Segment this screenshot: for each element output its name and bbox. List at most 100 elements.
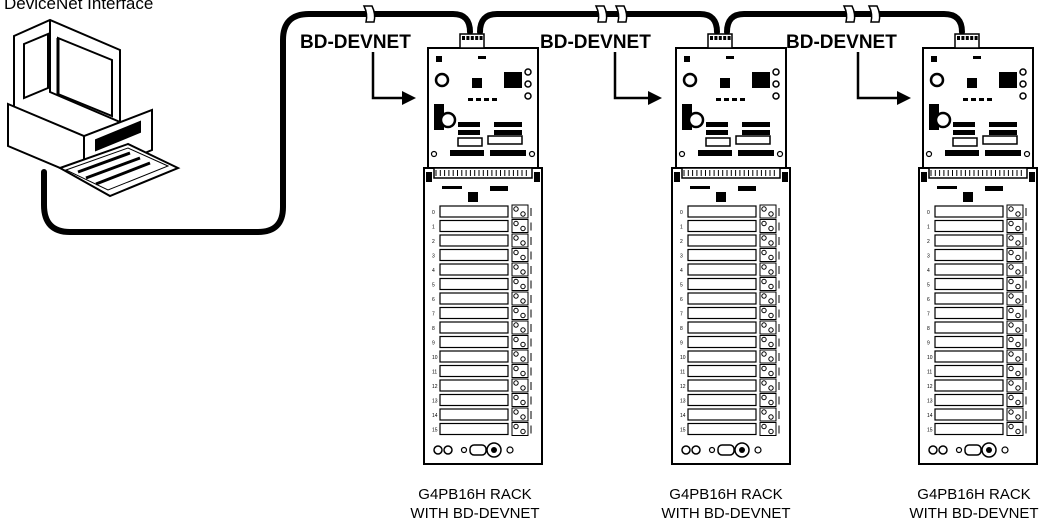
module-number: 10	[927, 355, 933, 361]
module-slot: 10	[927, 350, 1026, 363]
module-slot: 13	[432, 394, 531, 407]
computer-icon	[8, 20, 178, 196]
module-number: 12	[927, 384, 933, 390]
module-number: 15	[680, 428, 686, 434]
module-slot: 5	[680, 278, 779, 291]
bd-devnet-board	[428, 34, 538, 168]
module-number: 5	[927, 283, 930, 289]
module-slot: 4	[432, 263, 531, 276]
module-slot: 0	[432, 205, 531, 218]
module-slot: 14	[680, 408, 779, 421]
module-number: 12	[680, 384, 686, 390]
module-slot: 8	[432, 321, 531, 334]
g4pb16h-rack: 0123456789101112131415	[672, 168, 790, 464]
module-number: 6	[680, 297, 683, 303]
module-slot: 9	[432, 336, 531, 349]
module-number: 10	[432, 355, 438, 361]
bd-devnet-board	[676, 34, 786, 168]
module-number: 2	[927, 239, 930, 245]
module-slot: 13	[927, 394, 1026, 407]
network-label-2: BD-DEVNET	[540, 32, 651, 54]
module-number: 14	[680, 413, 686, 419]
module-number: 15	[927, 428, 933, 434]
module-slot: 11	[432, 365, 531, 378]
module-number: 2	[432, 239, 435, 245]
module-slot: 3	[927, 249, 1026, 262]
module-slot: 0	[927, 205, 1026, 218]
module-number: 4	[680, 268, 683, 274]
module-number: 8	[432, 326, 435, 332]
module-slot: 1	[680, 220, 779, 233]
network-label-3: BD-DEVNET	[786, 32, 897, 54]
network-label-1: BD-DEVNET	[300, 32, 411, 54]
module-number: 1	[432, 225, 435, 231]
module-slot: 1	[927, 220, 1026, 233]
module-slot: 9	[927, 336, 1026, 349]
module-number: 1	[927, 225, 930, 231]
module-slot: 8	[680, 321, 779, 334]
module-number: 6	[927, 297, 930, 303]
module-slot: 14	[927, 408, 1026, 421]
module-slot: 12	[927, 379, 1026, 392]
module-slot: 2	[680, 234, 779, 247]
module-slot: 2	[927, 234, 1026, 247]
module-slot: 15	[432, 423, 531, 436]
module-number: 4	[927, 268, 930, 274]
module-number: 12	[432, 384, 438, 390]
module-number: 8	[927, 326, 930, 332]
rack-caption-line2: WITH BD-DEVNET	[405, 504, 545, 523]
module-number: 8	[680, 326, 683, 332]
module-slot: 7	[432, 307, 531, 320]
module-number: 3	[680, 254, 683, 260]
rack-caption-3: G4PB16H RACK WITH BD-DEVNET	[904, 485, 1044, 523]
module-number: 9	[680, 341, 683, 347]
bd-devnet-board	[923, 34, 1033, 168]
module-slot: 3	[680, 249, 779, 262]
module-number: 15	[432, 428, 438, 434]
rack-caption-line2: WITH BD-DEVNET	[904, 504, 1044, 523]
rack-caption-1: G4PB16H RACK WITH BD-DEVNET	[405, 485, 545, 523]
module-slot: 5	[432, 278, 531, 291]
module-slot: 15	[680, 423, 779, 436]
module-number: 5	[432, 283, 435, 289]
module-number: 3	[927, 254, 930, 260]
module-slot: 4	[927, 263, 1026, 276]
module-slot: 6	[432, 292, 531, 305]
module-slot: 11	[927, 365, 1026, 378]
module-slot: 2	[432, 234, 531, 247]
module-slot: 3	[432, 249, 531, 262]
module-number: 13	[927, 399, 933, 405]
module-number: 6	[432, 297, 435, 303]
module-slot: 11	[680, 365, 779, 378]
rack-caption-line2: WITH BD-DEVNET	[656, 504, 796, 523]
module-slot: 4	[680, 263, 779, 276]
module-slot: 15	[927, 423, 1026, 436]
module-number: 11	[432, 370, 437, 376]
module-number: 7	[680, 312, 683, 318]
module-number: 9	[927, 341, 930, 347]
module-slot: 0	[680, 205, 779, 218]
module-number: 0	[927, 210, 930, 216]
module-slot: 13	[680, 394, 779, 407]
rack-caption-line1: G4PB16H RACK	[405, 485, 545, 504]
module-number: 0	[432, 210, 435, 216]
rack-caption-2: G4PB16H RACK WITH BD-DEVNET	[656, 485, 796, 523]
module-number: 11	[680, 370, 685, 376]
module-number: 3	[432, 254, 435, 260]
module-number: 9	[432, 341, 435, 347]
module-slot: 5	[927, 278, 1026, 291]
module-number: 5	[680, 283, 683, 289]
module-slot: 14	[432, 408, 531, 421]
module-slot: 7	[927, 307, 1026, 320]
module-number: 13	[680, 399, 686, 405]
module-slot: 7	[680, 307, 779, 320]
module-slot: 12	[432, 379, 531, 392]
module-number: 7	[927, 312, 930, 318]
module-number: 14	[927, 413, 933, 419]
module-number: 13	[432, 399, 438, 405]
